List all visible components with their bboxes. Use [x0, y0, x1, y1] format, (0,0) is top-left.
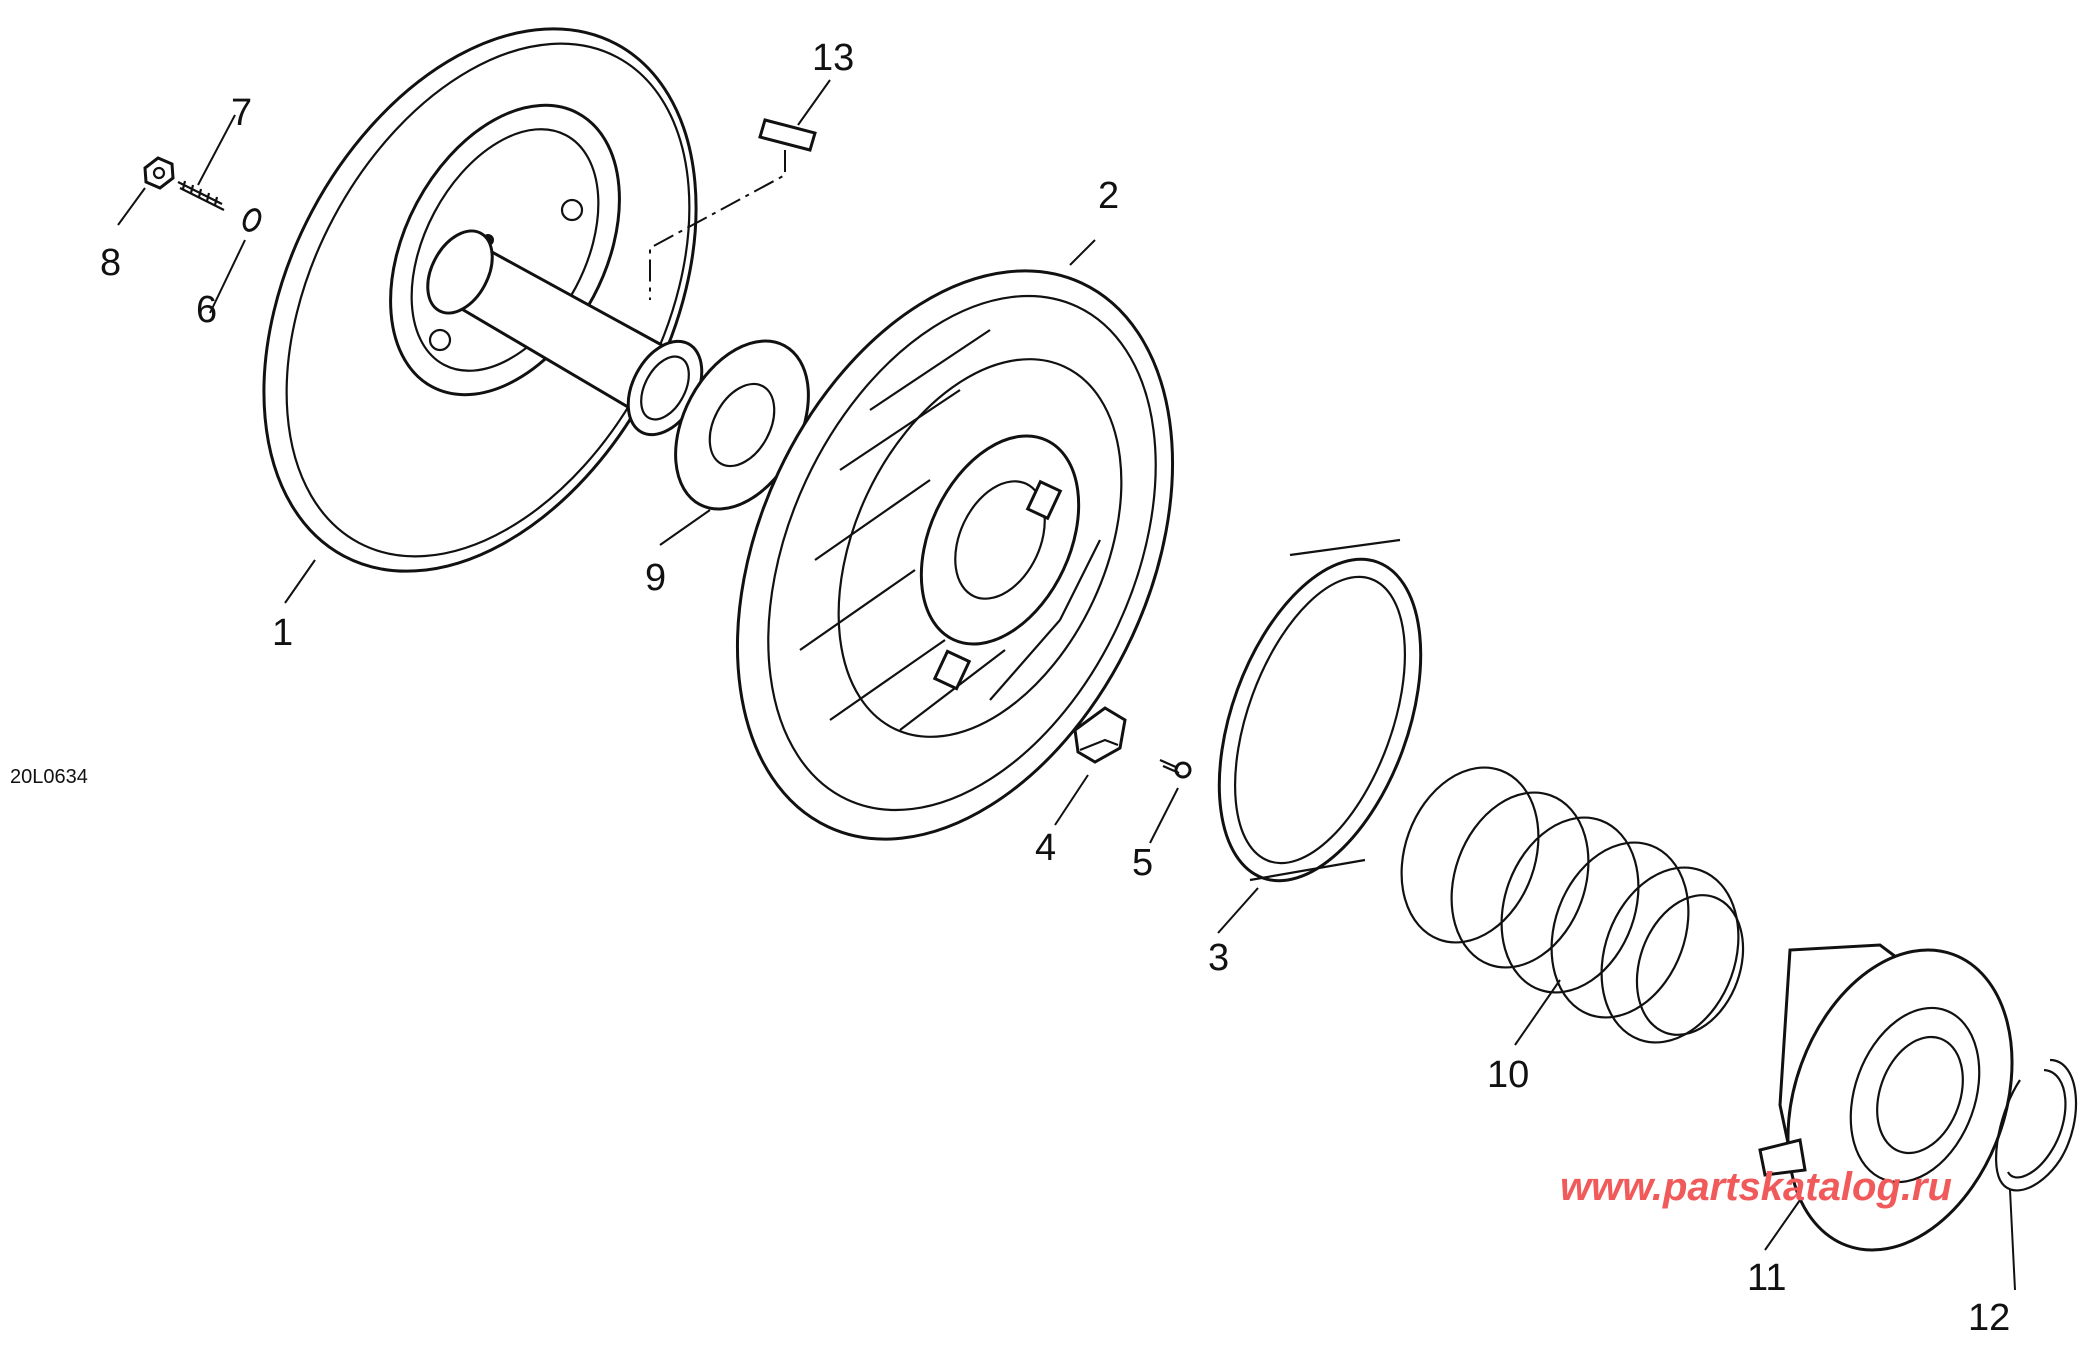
callout-9: 9: [645, 557, 666, 599]
callout-4: 4: [1035, 827, 1056, 869]
part-2-movable-sheave: [735, 269, 1175, 841]
callout-5: 5: [1132, 842, 1153, 884]
callout-10: 10: [1487, 1054, 1529, 1096]
callout-1: 1: [272, 612, 293, 654]
part-3-ring: [1217, 538, 1423, 883]
callout-13: 13: [812, 37, 854, 79]
callout-2: 2: [1098, 175, 1119, 217]
part-5-screw: [1159, 758, 1192, 779]
part-11-cam: [1758, 943, 2014, 1252]
part-12-retaining-ring: [1994, 1058, 2078, 1192]
watermark: www.partskatalog.ru: [1560, 1165, 1952, 1209]
part-10-spring: [1400, 766, 1745, 1044]
callout-7: 7: [231, 92, 252, 134]
part-7-screw: [177, 180, 225, 211]
leader-lines: [117, 79, 2016, 1291]
part-9-washer: [674, 339, 810, 511]
part-6-washer: [242, 208, 262, 232]
callout-6: 6: [196, 289, 217, 331]
callout-3: 3: [1208, 937, 1229, 979]
callout-12: 12: [1968, 1297, 2010, 1339]
callout-11: 11: [1747, 1257, 1786, 1299]
callout-8: 8: [100, 242, 121, 284]
part-8-nut: [143, 156, 175, 190]
part-13-key: [758, 118, 817, 152]
part-4-clip: [1073, 706, 1127, 764]
centerline: [649, 150, 786, 300]
part-1-fixed-sheave: [262, 27, 704, 573]
drawing-code: 20L0634: [10, 766, 88, 788]
